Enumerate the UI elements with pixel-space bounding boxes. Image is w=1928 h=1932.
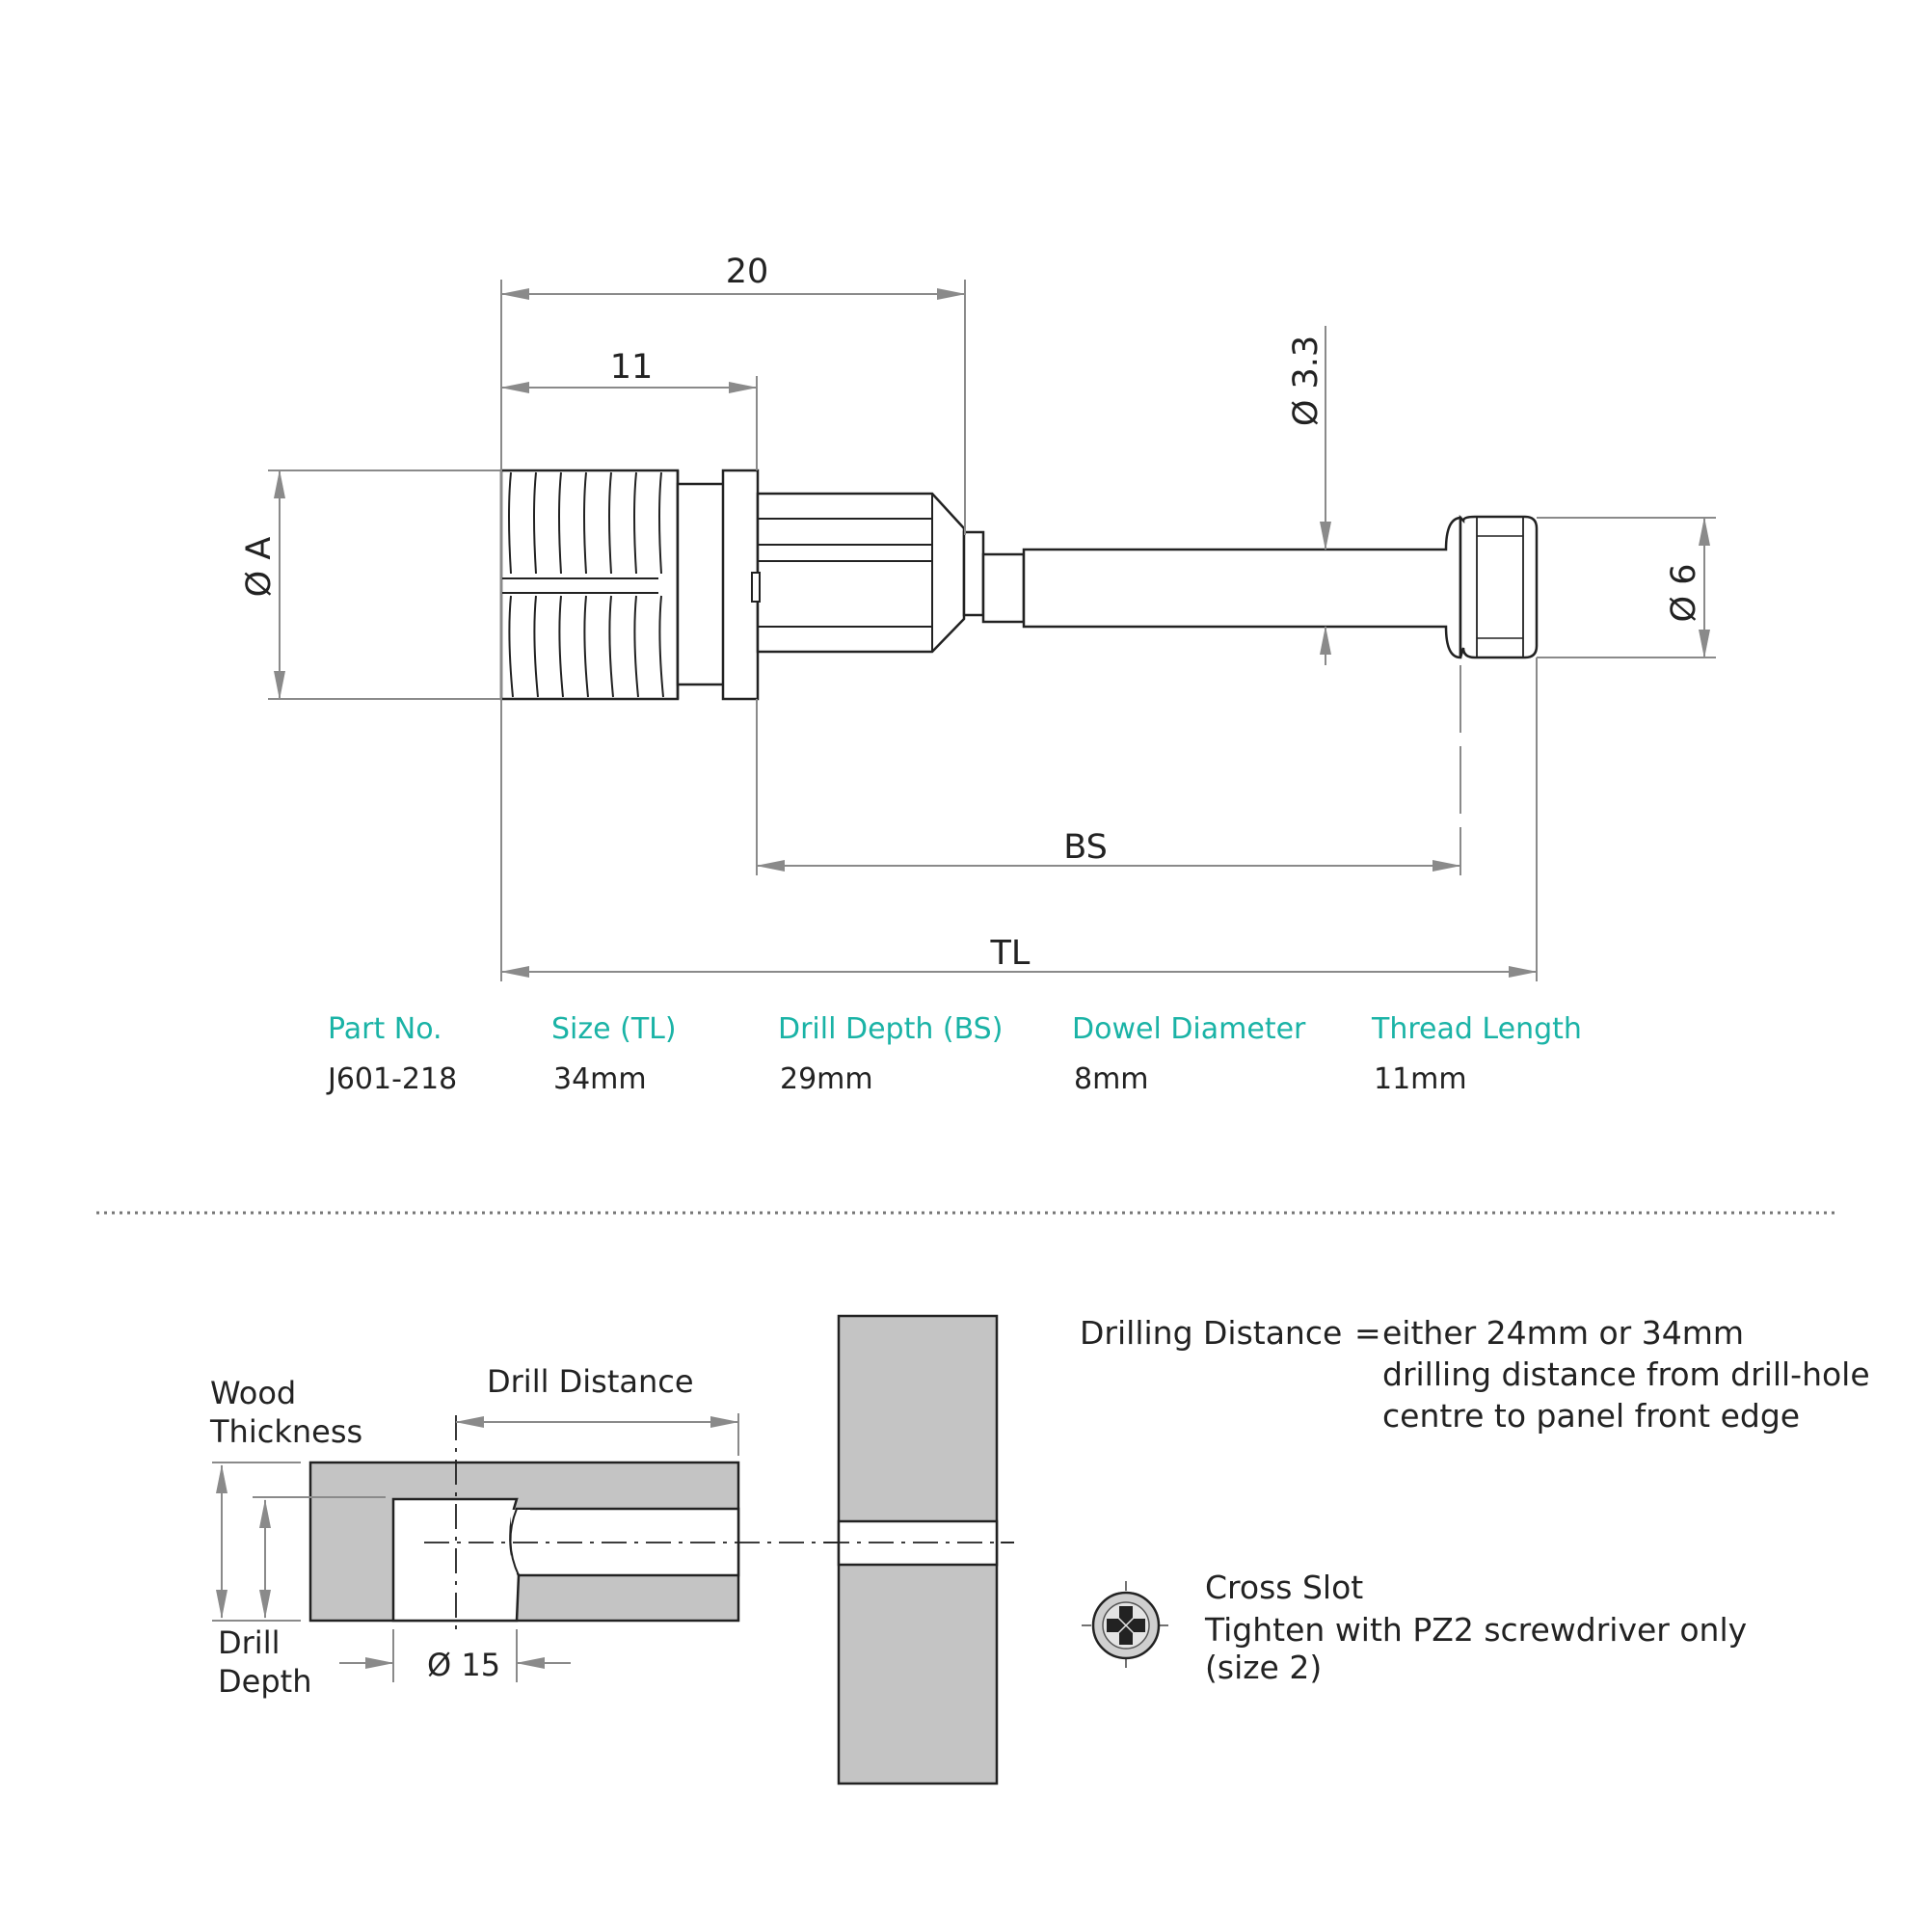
spec-value-size: 34mm xyxy=(553,1062,647,1096)
spec-value-part-no: J601-218 xyxy=(326,1062,457,1096)
panel-section-drawing: Wood Thickness Drill Distance Drill Dept… xyxy=(209,1363,1014,1700)
drill-distance-label: Drill Distance xyxy=(487,1363,694,1400)
dim-dia-a-label: Ø A xyxy=(240,537,279,598)
cross-slot-line1: Tighten with PZ2 screwdriver only xyxy=(1204,1611,1747,1649)
spec-header-dowel-diameter: Dowel Diameter xyxy=(1072,1012,1306,1046)
spec-value-dowel-diameter: 8mm xyxy=(1074,1062,1149,1096)
dia-15-label: Ø 15 xyxy=(427,1647,500,1683)
drilling-distance-line2: drilling distance from drill-hole xyxy=(1382,1355,1870,1393)
dim-bs-label: BS xyxy=(1063,828,1108,867)
spec-value-drill-depth: 29mm xyxy=(780,1062,873,1096)
drilling-distance-line3: centre to panel front edge xyxy=(1382,1397,1800,1435)
dimension-lines xyxy=(268,280,1716,981)
expansion-body xyxy=(751,492,985,654)
bolt-head xyxy=(1459,514,1539,659)
drill-depth-label-1: Drill xyxy=(218,1624,280,1661)
wood-thickness-label-1: Wood xyxy=(210,1375,296,1411)
drilling-distance-line1: either 24mm or 34mm xyxy=(1382,1314,1744,1352)
vertical-panel-drawing xyxy=(824,1314,1014,1785)
cross-slot-note: Cross Slot Tighten with PZ2 screwdriver … xyxy=(1082,1569,1747,1686)
spec-header-thread-length: Thread Length xyxy=(1371,1012,1582,1046)
drill-depth-label-2: Depth xyxy=(218,1663,311,1700)
threaded-sleeve xyxy=(499,469,680,701)
drilling-distance-equals: = xyxy=(1354,1314,1381,1352)
pozidriv-cross-slot-icon xyxy=(1082,1581,1170,1670)
wood-thickness-label-2: Thickness xyxy=(209,1413,362,1450)
spec-header-size: Size (TL) xyxy=(551,1012,677,1046)
bolt-shaft xyxy=(981,516,1462,659)
dim-11-label: 11 xyxy=(610,348,654,387)
spec-header-part-no: Part No. xyxy=(328,1012,442,1046)
cross-slot-title: Cross Slot xyxy=(1205,1569,1363,1606)
drilling-distance-note: Drilling Distance = either 24mm or 34mm … xyxy=(1080,1314,1870,1435)
spec-table: Part No. Size (TL) Drill Depth (BS) Dowe… xyxy=(326,1012,1582,1096)
dim-dia-6-label: Ø 6 xyxy=(1665,564,1703,623)
dim-dia-33-label: Ø 3.3 xyxy=(1287,335,1326,426)
dim-tl-label: TL xyxy=(990,934,1031,973)
spec-value-thread-length: 11mm xyxy=(1374,1062,1467,1096)
spec-header-drill-depth: Drill Depth (BS) xyxy=(778,1012,1003,1046)
dim-20-label: 20 xyxy=(726,253,769,291)
sleeve-collar xyxy=(676,469,760,701)
drilling-distance-label: Drilling Distance xyxy=(1080,1314,1342,1352)
connector-bolt-drawing xyxy=(499,469,1539,701)
cross-slot-line2: (size 2) xyxy=(1205,1649,1322,1686)
